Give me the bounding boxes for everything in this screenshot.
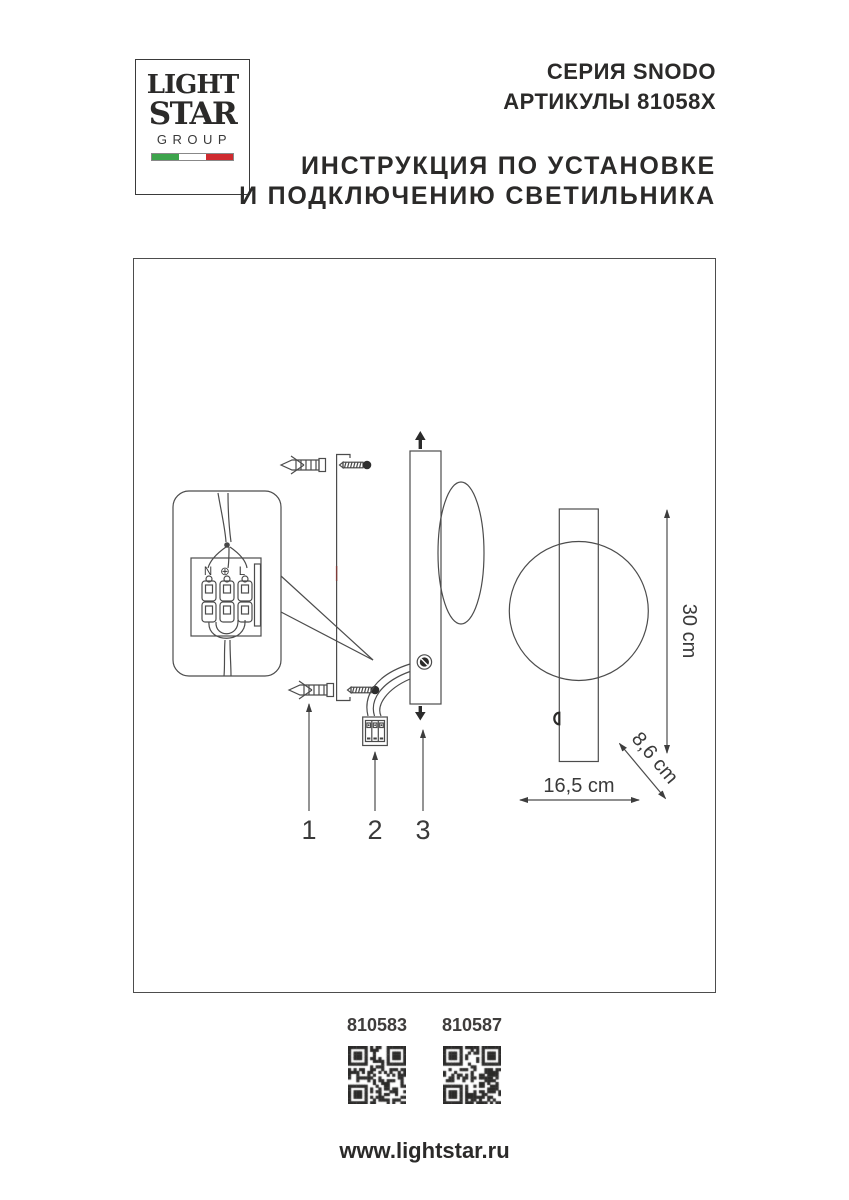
wire-loop [208, 619, 246, 677]
callout-line-top [280, 575, 374, 661]
arrow-up-icon [415, 431, 426, 449]
incoming-wires [207, 492, 248, 569]
part-pointers [306, 703, 426, 811]
part-label-1: 1 [301, 815, 316, 845]
installation-diagram: N ⊕ L [133, 258, 716, 993]
qr-code-label: 810583 [346, 1015, 408, 1035]
screw-icon [338, 460, 372, 470]
mounting-bracket-profile [335, 453, 351, 702]
logo-text-light: LIGHT [146, 70, 240, 100]
arrow-down-icon [415, 706, 426, 721]
wall-plate-front-view [558, 508, 599, 763]
terminal-label-n: N [204, 566, 212, 578]
title-line-2: И ПОДКЛЮЧЕНИЮ СВЕТИЛЬНИКА [239, 182, 716, 210]
wall-plate-side-view [409, 450, 442, 705]
terminal-connector [362, 716, 388, 747]
dimension-height: 30 cm [664, 509, 700, 754]
website-url: www.lightstar.ru [339, 1138, 510, 1163]
logo-text-group: GROUP [156, 132, 233, 147]
adjustment-knob [416, 654, 433, 670]
series-name: СЕРИЯ SNODO [546, 59, 716, 84]
part-label-3: 3 [415, 815, 430, 845]
lamp-shade-front-view [508, 540, 649, 682]
power-wires [366, 663, 411, 717]
lamp-front-view [508, 508, 649, 763]
header: СЕРИЯ SNODO АРТИКУЛЫ 81058X ИНСТРУКЦИЯ П… [239, 57, 716, 211]
title-line-1: ИНСТРУКЦИЯ ПО УСТАНОВКЕ [300, 152, 716, 180]
terminal-label-l: L [239, 566, 246, 578]
lamp-shade-side-view [437, 481, 485, 625]
logo-text-star: STAR [148, 96, 238, 132]
terminal-block-detail: N ⊕ L [190, 557, 262, 677]
qr-code-label: 810587 [441, 1015, 503, 1035]
dimension-width-label: 16,5 cm [543, 775, 614, 797]
page-title: ИНСТРУКЦИЯ ПО УСТАНОВКЕ И ПОДКЛЮЧЕНИЮ СВ… [239, 151, 716, 211]
lightstar-logo: LIGHT STAR GROUP [135, 59, 250, 195]
wall-anchor-icon [279, 455, 327, 475]
wiring-detail-callout: N ⊕ L [172, 490, 374, 677]
dimension-width: 16,5 cm [519, 775, 640, 803]
dimension-depth-label: 8,6 cm [627, 728, 682, 788]
flag-white-stripe [179, 154, 206, 160]
ground-symbol-icon: ⊕ [220, 566, 230, 578]
wall-anchor-and-screw [279, 455, 372, 475]
dimension-height-label: 30 cm [678, 604, 700, 658]
part-label-2: 2 [367, 815, 382, 845]
wall-anchor-and-screw-bottom [288, 680, 380, 700]
dimension-depth: 8,6 cm [618, 728, 682, 800]
knob-front-view [553, 711, 561, 726]
terminal-clamps [201, 563, 262, 627]
italy-flag-icon [151, 153, 234, 161]
flag-green-stripe [152, 154, 179, 160]
qr-item-810583: 810583 [338, 1014, 416, 1104]
qr-code-image [443, 1046, 501, 1104]
callout-line-bottom [280, 611, 374, 661]
qr-item-810587: 810587 [433, 1014, 511, 1104]
qr-code-image [348, 1046, 406, 1104]
article-number: АРТИКУЛЫ 81058X [503, 89, 716, 114]
flag-red-stripe [206, 154, 233, 160]
